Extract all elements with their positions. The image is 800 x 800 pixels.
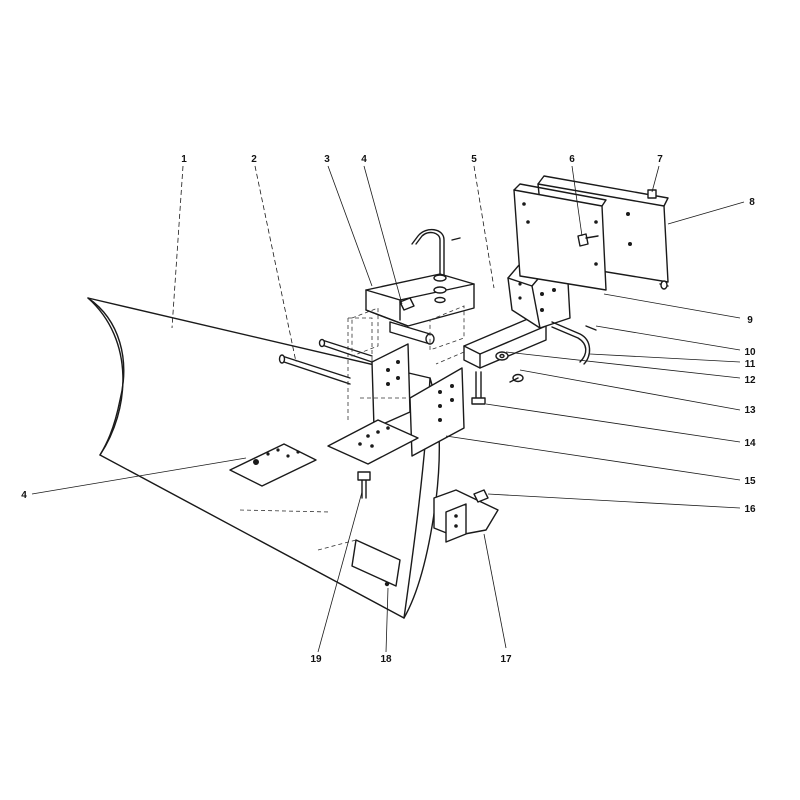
callout-16: 16 xyxy=(744,504,756,515)
callout-4-upper: 4 xyxy=(361,154,367,165)
j-pin-upper xyxy=(411,229,461,277)
callout-3: 3 xyxy=(324,154,330,165)
callout-2: 2 xyxy=(251,154,257,165)
skid-shoe xyxy=(433,489,499,543)
tractor-mount-plates xyxy=(513,175,669,291)
callout-8: 8 xyxy=(749,197,755,208)
callout-7: 7 xyxy=(657,154,663,165)
callout-19: 19 xyxy=(310,654,322,665)
long-pivot-pin xyxy=(278,338,373,385)
callout-9: 9 xyxy=(747,315,753,326)
callout-18: 18 xyxy=(380,654,392,665)
pin-washers xyxy=(495,351,524,383)
callout-1: 1 xyxy=(181,154,187,165)
callout-6: 6 xyxy=(569,154,575,165)
bolts-top xyxy=(577,189,657,247)
blade-lower-bracket xyxy=(229,443,317,487)
callout-17: 17 xyxy=(500,654,512,665)
callout-12: 12 xyxy=(744,375,756,386)
callout-14: 14 xyxy=(744,438,756,449)
callout-labels: 1 2 3 4 5 6 7 8 9 10 11 12 13 14 15 16 4… xyxy=(21,154,756,665)
pivot-bracket xyxy=(351,273,475,357)
leader-lines xyxy=(31,165,745,653)
callout-10: 10 xyxy=(744,347,756,358)
callout-4-lower: 4 xyxy=(21,490,27,501)
blade-mounting-brackets xyxy=(327,317,465,465)
washer-nut-stack xyxy=(399,274,447,311)
callout-5: 5 xyxy=(471,154,477,165)
callout-13: 13 xyxy=(744,405,756,416)
lower-bolts xyxy=(239,471,401,587)
callout-15: 15 xyxy=(744,476,756,487)
callout-11: 11 xyxy=(745,359,756,370)
vertical-bolt xyxy=(471,371,486,405)
